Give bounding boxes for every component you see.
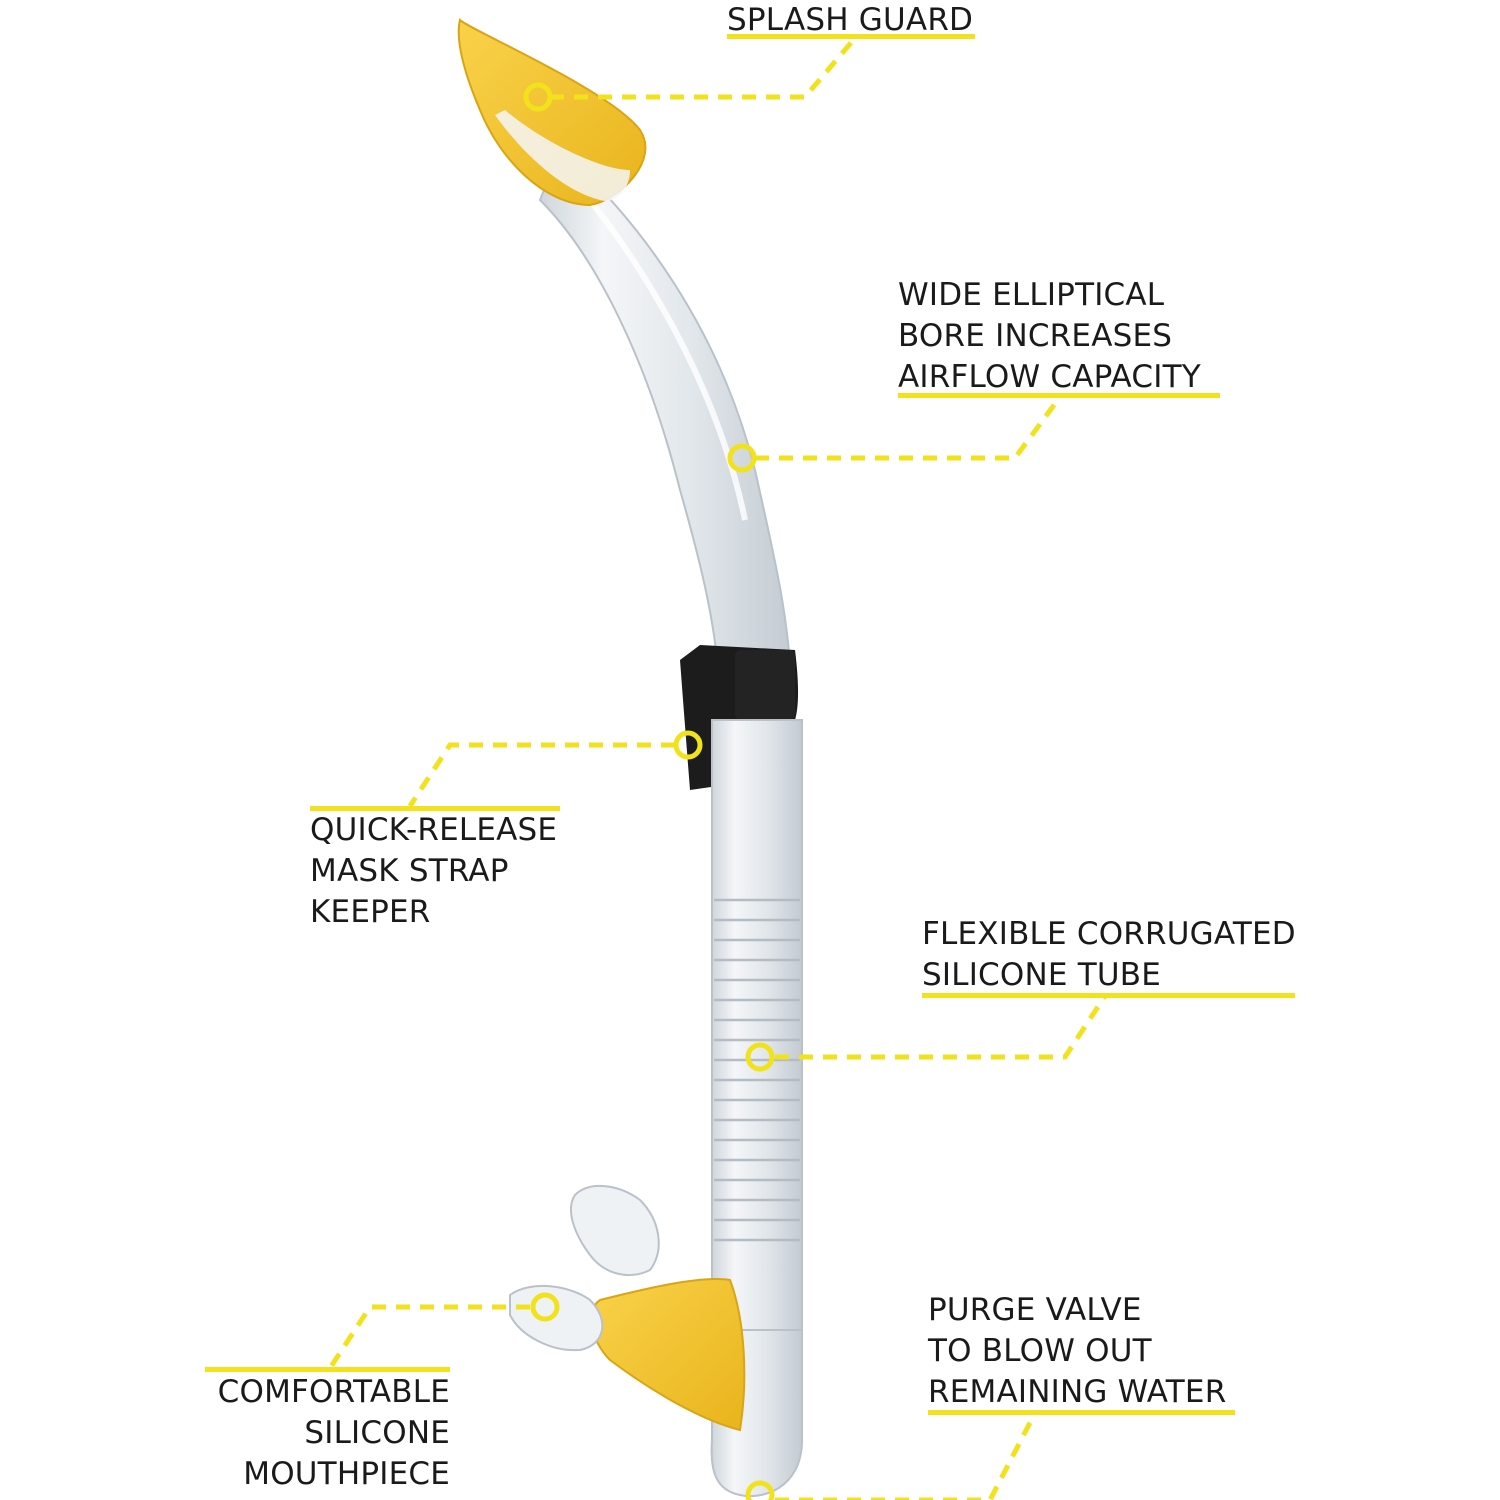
mouthpiece-clear-bottom xyxy=(509,1284,604,1352)
marker-corrugated-tube xyxy=(745,1042,775,1072)
label-line: TO BLOW OUT xyxy=(928,1333,1152,1369)
leader-mouthpiece xyxy=(327,1304,530,1370)
splash-guard-shape xyxy=(457,18,647,207)
label-line: PURGE VALVE xyxy=(928,1292,1142,1328)
marker-strap-keeper xyxy=(673,730,703,760)
label-line: MASK STRAP xyxy=(310,853,509,889)
underline-mouthpiece xyxy=(205,1367,450,1372)
underline-corrugated-tube xyxy=(922,993,1295,998)
label-elliptical-bore: WIDE ELLIPTICAL BORE INCREASES AIRFLOW C… xyxy=(898,275,1201,398)
splash-guard-window xyxy=(495,110,630,201)
snorkel xyxy=(457,18,803,1498)
marker-mouthpiece xyxy=(530,1292,560,1322)
label-strap-keeper: QUICK-RELEASE MASK STRAP KEEPER xyxy=(310,810,557,933)
lower-tube xyxy=(711,719,803,1341)
label-line: BORE INCREASES xyxy=(898,318,1173,354)
label-corrugated-tube: FLEXIBLE CORRUGATED SILICONE TUBE xyxy=(922,914,1296,996)
label-line: AIRFLOW CAPACITY xyxy=(898,359,1201,395)
label-line: QUICK-RELEASE xyxy=(310,812,558,848)
callout-underlines xyxy=(205,34,1295,1415)
mouthpiece-clear-top xyxy=(570,1184,660,1276)
mouthpiece-yellow xyxy=(590,1278,746,1432)
label-splash-guard: SPLASH GUARD xyxy=(727,0,973,41)
leader-corrugated-tube xyxy=(775,994,1108,1060)
leader-strap-keeper xyxy=(407,742,675,808)
leader-purge-valve xyxy=(775,1411,1038,1500)
leader-splash-guard xyxy=(550,36,857,100)
label-line: REMAINING WATER xyxy=(928,1374,1227,1410)
underline-purge-valve xyxy=(928,1410,1235,1415)
label-line: WIDE ELLIPTICAL xyxy=(898,277,1165,313)
callout-leaders xyxy=(327,36,1108,1500)
leader-elliptical-bore xyxy=(755,395,1063,461)
label-purge-valve: PURGE VALVE TO BLOW OUT REMAINING WATER xyxy=(928,1290,1226,1413)
label-line: SILICONE TUBE xyxy=(922,957,1161,993)
label-line: SPLASH GUARD xyxy=(727,2,974,38)
label-line: FLEXIBLE CORRUGATED xyxy=(922,916,1296,952)
underline-elliptical-bore xyxy=(898,393,1220,398)
callout-markers xyxy=(523,82,775,1500)
marker-splash-guard xyxy=(523,82,553,112)
label-line: MOUTHPIECE xyxy=(243,1456,450,1492)
label-line: SILICONE xyxy=(304,1415,450,1451)
keeper-band xyxy=(735,650,795,720)
corrugations xyxy=(714,898,800,1242)
upper-tube xyxy=(538,148,794,701)
label-mouthpiece: COMFORTABLE SILICONE MOUTHPIECE xyxy=(150,1372,450,1495)
label-line: KEEPER xyxy=(310,894,431,930)
marker-purge-valve xyxy=(745,1480,775,1500)
underline-strap-keeper xyxy=(310,806,560,811)
underline-splash-guard xyxy=(727,34,975,39)
label-line: COMFORTABLE xyxy=(217,1374,450,1410)
marker-elliptical-bore xyxy=(727,443,757,473)
tube-highlight xyxy=(587,198,748,521)
